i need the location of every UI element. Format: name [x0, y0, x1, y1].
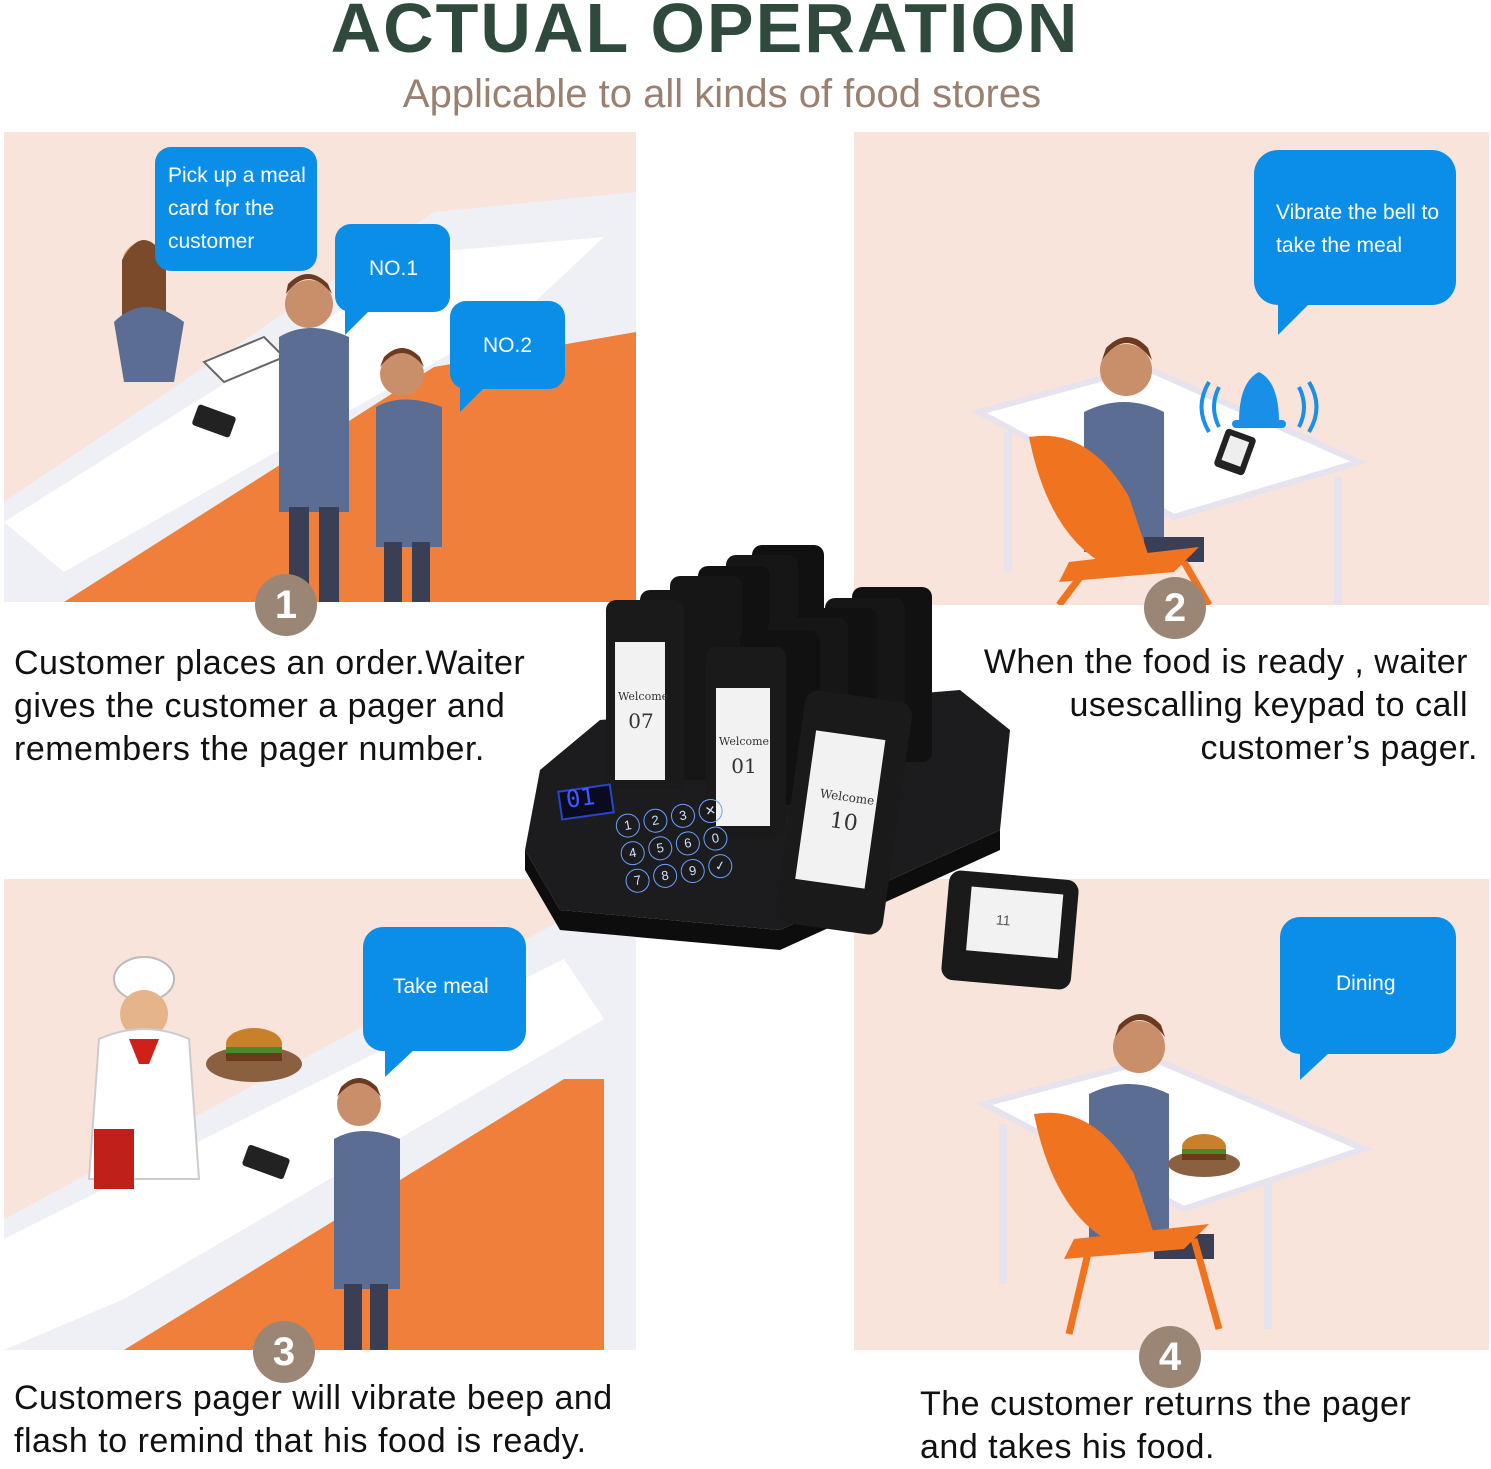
caption-line: Customers pager will vibrate beep and — [14, 1379, 613, 1417]
pager-label: Welcome — [618, 690, 669, 703]
table-scene-4 — [975, 1014, 1373, 1335]
pager-label: Welcome — [718, 735, 770, 748]
step-3-caption: Customers pager will vibrate beep and fl… — [14, 1377, 694, 1463]
page-title: ACTUAL OPERATION — [330, 0, 1080, 67]
keypad-key-7[interactable]: 7 — [623, 866, 652, 895]
keypad-key-5[interactable]: 5 — [646, 834, 675, 863]
caption-line: When the food is ready , waiter — [983, 643, 1468, 681]
keypad-key-0[interactable]: 0 — [701, 824, 730, 853]
pager-11-screen: 11 — [995, 911, 1012, 929]
keypad-key-1[interactable]: 1 — [613, 811, 642, 840]
keypad-key-9[interactable]: 9 — [678, 857, 707, 885]
pager-01-screen: Welcome 01 — [718, 735, 770, 778]
caption-line: The customer returns the pager — [920, 1385, 1412, 1423]
caption-line: gives the customer a pager and — [14, 687, 506, 725]
pager-number: 01 — [731, 754, 757, 778]
bubble-no2-tail — [460, 387, 485, 412]
step-2-badge: 2 — [1144, 577, 1206, 639]
bubble-vibrate-tail — [1278, 303, 1310, 335]
keypad-key-2[interactable]: 2 — [641, 806, 670, 835]
keypad-key-4[interactable]: 4 — [618, 839, 647, 868]
caption-line: remembers the pager number. — [14, 730, 485, 768]
keypad-display: 01 — [564, 782, 597, 814]
table-scene-2 — [970, 337, 1368, 605]
step-1-badge: 1 — [255, 574, 317, 636]
pager-number: 07 — [628, 709, 654, 733]
caption-line: usescalling keypad to call — [1069, 686, 1468, 724]
bubble-take-meal-tail — [385, 1049, 415, 1077]
bubble-take-meal: Take meal — [363, 927, 526, 1051]
keypad-key-confirm[interactable]: ✓ — [706, 852, 735, 881]
bubble-meal-card: Pick up a meal card for the customer — [155, 147, 317, 271]
bubble-no1-tail — [345, 310, 370, 335]
step-3-badge: 3 — [253, 1321, 315, 1383]
caption-line: customer’s pager. — [1200, 729, 1478, 767]
bubble-no1: NO.1 — [335, 224, 450, 312]
keypad-key-6[interactable]: 6 — [673, 829, 702, 858]
bubble-vibrate-bell: Vibrate the bell to take the meal — [1254, 150, 1456, 305]
pager-07-screen: Welcome 07 — [618, 690, 669, 733]
step-4-badge: 4 — [1139, 1326, 1201, 1388]
step-2-caption: When the food is ready , waiter usescall… — [900, 641, 1478, 770]
caption-line: flash to remind that his food is ready. — [14, 1422, 587, 1460]
bubble-dining: Dining — [1280, 917, 1456, 1054]
caption-line: Customer places an order.Waiter — [14, 644, 526, 682]
caption-line: and takes his food. — [920, 1428, 1215, 1466]
bubble-dining-tail — [1300, 1052, 1330, 1080]
step-1-caption: Customer places an order.Waiter gives th… — [14, 642, 604, 771]
keypad-key-8[interactable]: 8 — [651, 861, 680, 890]
page-subtitle: Applicable to all kinds of food stores — [402, 72, 1042, 116]
pager-10-screen: Welcome 10 — [809, 786, 881, 840]
step-4-caption: The customer returns the pager and takes… — [920, 1383, 1480, 1469]
bubble-no2: NO.2 — [450, 301, 565, 389]
keypad-key-3[interactable]: 3 — [669, 801, 697, 830]
keypad-key-cancel[interactable]: ✕ — [696, 797, 725, 825]
